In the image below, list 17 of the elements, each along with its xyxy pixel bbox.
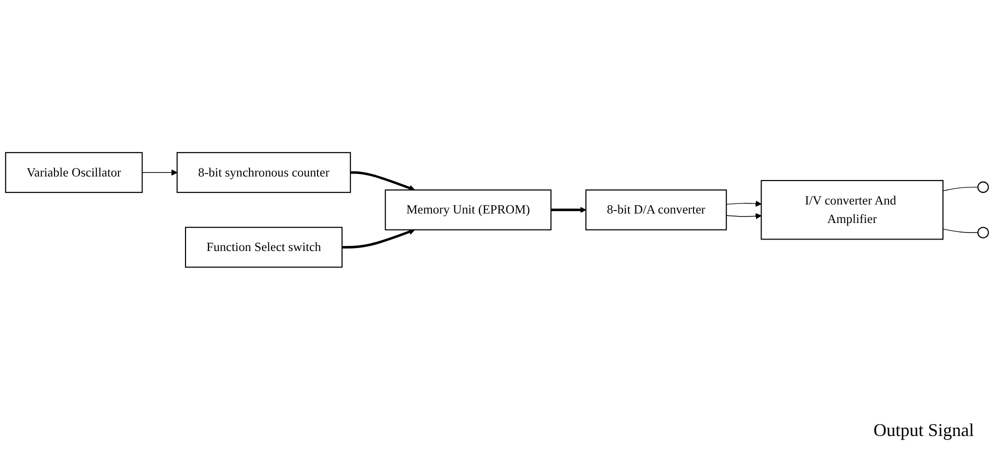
connector [942,228,978,234]
node-circle [977,226,989,238]
node-box: I/V converter And Amplifier [760,180,944,240]
arrow [726,213,762,220]
arrow [142,170,178,176]
node-box: Variable Oscillator [5,152,143,194]
node-box: 8-bit synchronous counter [176,152,351,194]
arrow [350,171,416,192]
connector [942,186,978,192]
node-box: Memory Unit (EPROM) [384,190,552,230]
arrow [726,200,762,207]
arrow [550,206,586,214]
arrow [342,228,416,249]
node-box: Function Select switch [184,226,343,268]
node-box: 8-bit D/A converter [585,190,727,230]
node-circle [977,182,989,194]
output-label: Output Signal [873,420,974,440]
